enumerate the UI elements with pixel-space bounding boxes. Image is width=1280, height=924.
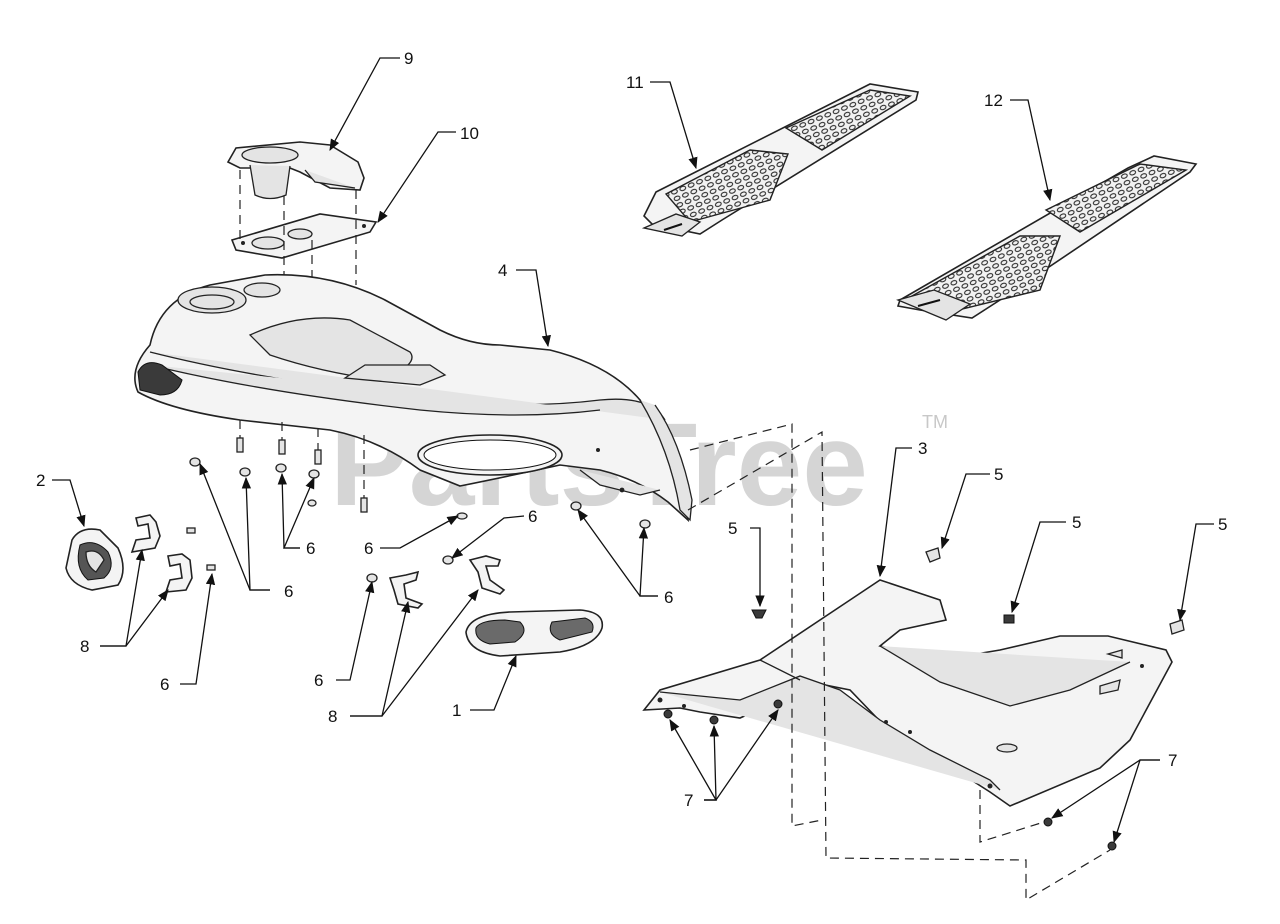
callout-6d: 6 <box>284 582 293 601</box>
leader-lines <box>52 57 1214 844</box>
part-11-foot-pad <box>641 83 919 237</box>
callout-7b: 7 <box>1168 751 1177 770</box>
callout-12: 12 <box>984 91 1003 110</box>
callout-5a: 5 <box>728 519 737 538</box>
callout-5c: 5 <box>1072 513 1081 532</box>
callout-10: 10 <box>460 124 479 143</box>
callout-5d: 5 <box>1218 515 1227 534</box>
part-4-fender-body <box>134 273 693 523</box>
callout-8b: 8 <box>328 707 337 726</box>
callout-2: 2 <box>36 471 45 490</box>
pan-fasteners <box>663 547 1185 851</box>
part-3-footrest-pan <box>642 579 1173 807</box>
callout-5b: 5 <box>994 465 1003 484</box>
hardware-fasteners <box>186 457 651 583</box>
callout-6b: 6 <box>364 539 373 558</box>
part-12-foot-pad <box>896 155 1198 321</box>
part-2-headlight <box>65 528 124 591</box>
part-9-cup-holder <box>226 141 365 200</box>
callout-8a: 8 <box>80 637 89 656</box>
callout-6a: 6 <box>306 539 315 558</box>
callout-9: 9 <box>404 49 413 68</box>
callout-7a: 7 <box>684 791 693 810</box>
callout-6e: 6 <box>664 588 673 607</box>
callout-3: 3 <box>918 439 927 458</box>
callout-6g: 6 <box>314 671 323 690</box>
part-8-brackets <box>130 514 506 609</box>
part-1-headlight-lens <box>465 609 604 657</box>
callout-4: 4 <box>498 261 507 280</box>
trademark-text: TM <box>922 412 948 432</box>
callout-6f: 6 <box>160 675 169 694</box>
body-screws <box>236 420 368 513</box>
callout-1: 1 <box>452 701 461 720</box>
callout-11: 11 <box>626 73 644 92</box>
part-10-plate <box>230 213 378 259</box>
callout-6c: 6 <box>528 507 537 526</box>
